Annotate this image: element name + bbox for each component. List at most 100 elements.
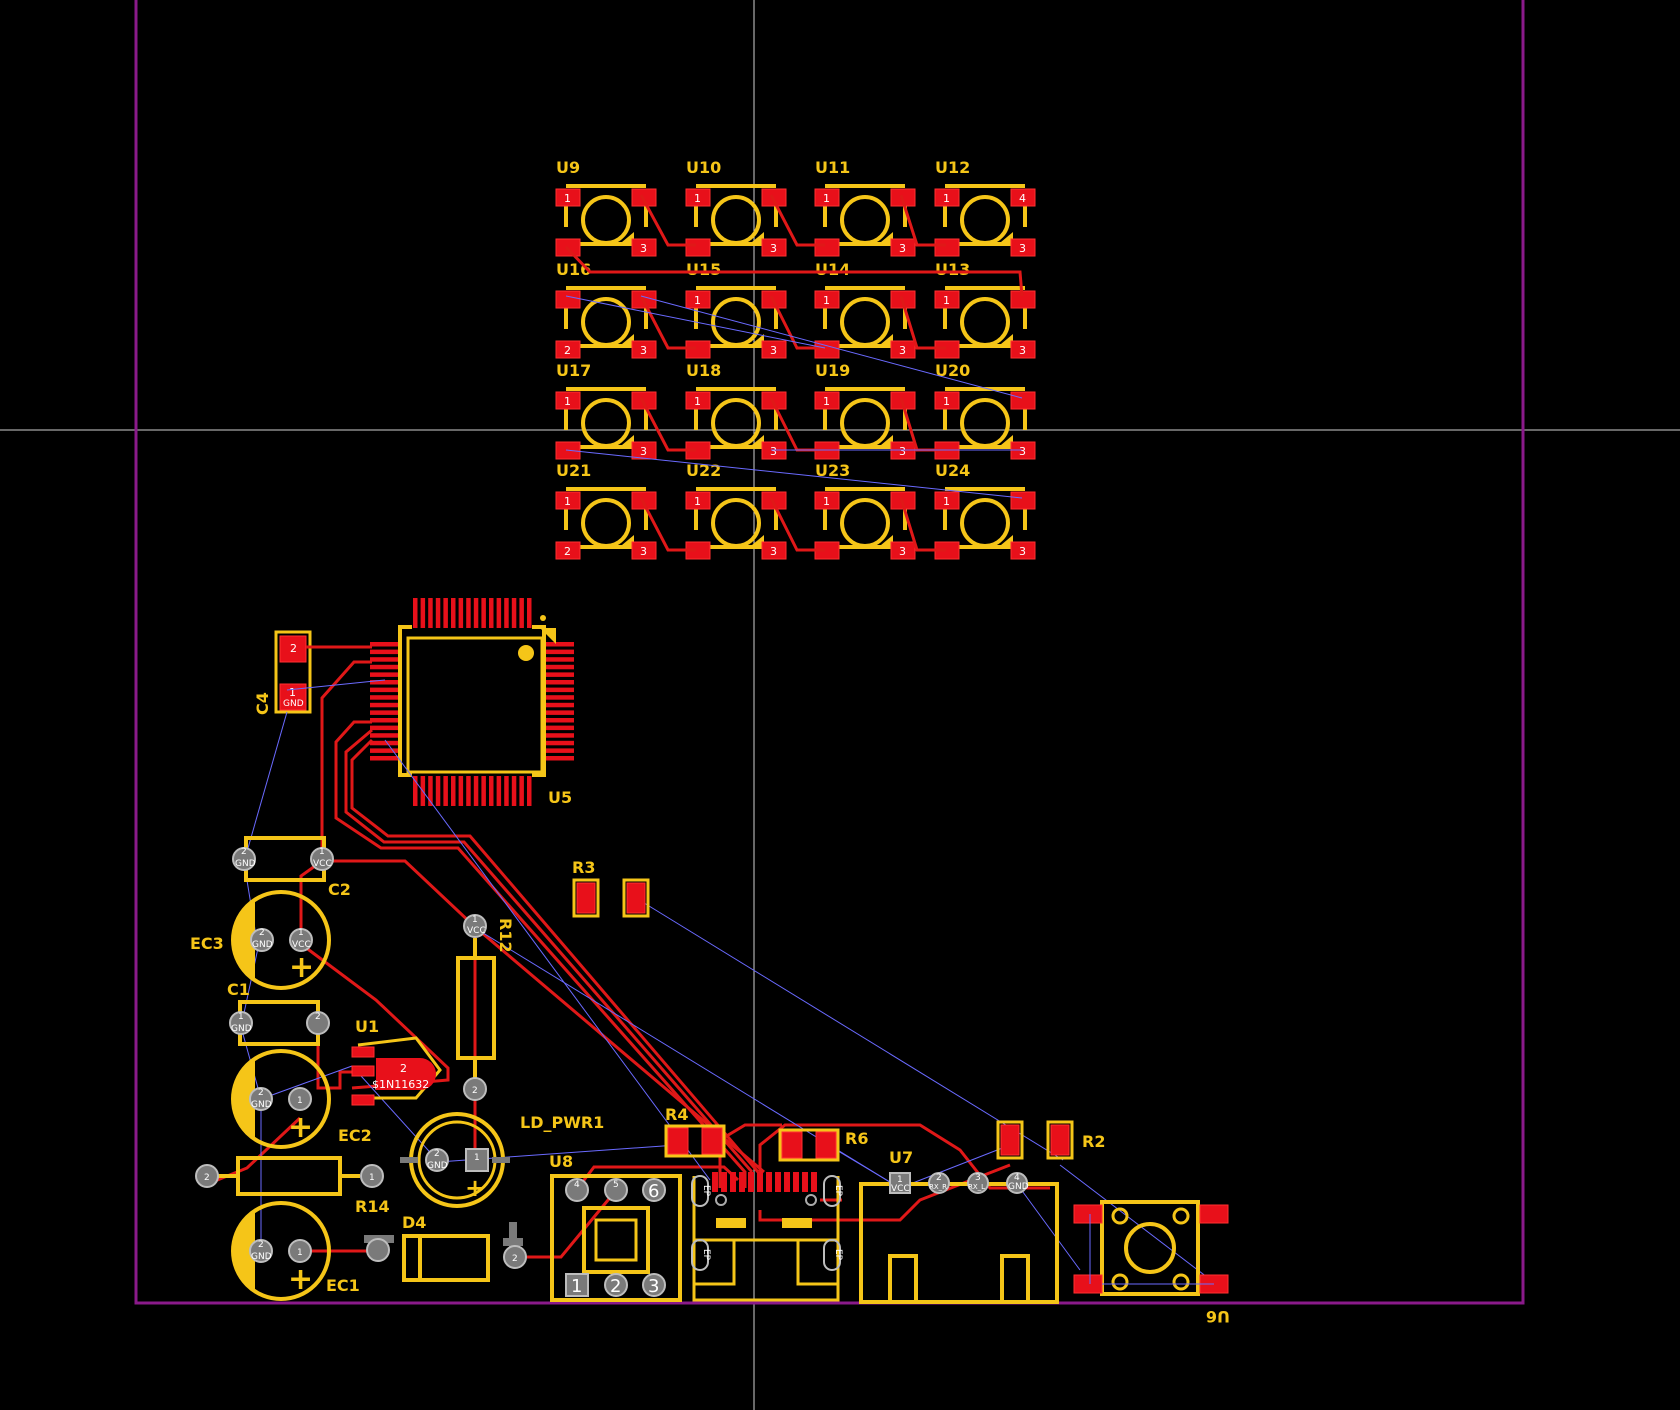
diode-d4[interactable]: 2 D4 bbox=[364, 1213, 527, 1282]
electrolytic-ec2[interactable]: 2 GND 1 + EC2 bbox=[231, 1049, 372, 1149]
led-ld-pwr1[interactable]: 2 GND 1 + LD_PWR1 bbox=[400, 1112, 604, 1208]
svg-text:2: 2 bbox=[204, 1173, 210, 1183]
svg-text:$1N11632: $1N11632 bbox=[372, 1078, 429, 1091]
electrolytic-ec1[interactable]: 2 GND 1 + EC1 bbox=[231, 1201, 360, 1301]
svg-text:1: 1 bbox=[238, 1012, 244, 1022]
pad-number: 3 bbox=[770, 242, 777, 255]
svg-text:GND: GND bbox=[231, 1024, 252, 1034]
pad-number: 3 bbox=[640, 445, 647, 458]
resistor-r14[interactable]: 2 1 R14 bbox=[195, 1156, 390, 1216]
svg-text:1: 1 bbox=[472, 915, 478, 925]
main-traces bbox=[203, 645, 1050, 1259]
svg-text:EP: EP bbox=[833, 1185, 843, 1197]
usb-connector[interactable]: EP EP EP EP bbox=[691, 1172, 843, 1302]
svg-text:+: + bbox=[288, 1262, 313, 1297]
switch-designator: U18 bbox=[686, 361, 721, 380]
pad-number: 3 bbox=[1019, 545, 1026, 558]
svg-text:3: 3 bbox=[648, 1276, 659, 1297]
electrolytic-ec3[interactable]: 2 GND 1 VCC + EC3 bbox=[190, 890, 331, 990]
svg-text:2: 2 bbox=[241, 847, 247, 857]
switch-designator: U24 bbox=[935, 461, 970, 480]
svg-text:+: + bbox=[288, 1110, 313, 1145]
pad-number: 4 bbox=[1019, 192, 1026, 205]
pad-number: 1 bbox=[823, 192, 830, 205]
pad-number: 1 bbox=[943, 294, 950, 307]
svg-text:2: 2 bbox=[472, 1086, 478, 1096]
pad-number: 3 bbox=[899, 242, 906, 255]
c2-designator: C2 bbox=[328, 880, 351, 899]
switch-u8[interactable]: 4 5 6 1 2 3 U8 bbox=[549, 1152, 682, 1302]
pushbutton-u6[interactable]: U6 bbox=[1073, 1200, 1230, 1326]
svg-text:2: 2 bbox=[259, 928, 265, 938]
svg-text:2: 2 bbox=[258, 1088, 264, 1098]
switch-u19[interactable]: 1 3 U19 bbox=[814, 361, 916, 460]
capacitor-c1[interactable]: 1 GND 2 C1 bbox=[227, 980, 330, 1046]
svg-text:1: 1 bbox=[297, 1248, 303, 1258]
r2-designator: R2 bbox=[1082, 1132, 1105, 1151]
pad-number: 3 bbox=[640, 242, 647, 255]
switch-designator: U19 bbox=[815, 361, 850, 380]
svg-text:2: 2 bbox=[610, 1276, 621, 1297]
svg-text:1: 1 bbox=[298, 928, 304, 938]
svg-text:GND: GND bbox=[251, 1100, 272, 1110]
svg-text:6: 6 bbox=[648, 1181, 659, 1202]
connector-u7[interactable]: 1 VCC 2 RX_R 3 RX_L 4 GND U7 bbox=[859, 1148, 1059, 1304]
svg-text:+: + bbox=[289, 950, 314, 985]
r4-designator: R4 bbox=[665, 1105, 688, 1124]
ld-pwr1-designator: LD_PWR1 bbox=[520, 1113, 604, 1132]
resistor-r2[interactable]: R2 bbox=[996, 1120, 1105, 1160]
resistor-r3[interactable]: R3 bbox=[572, 858, 650, 918]
resistor-r12[interactable]: 1 VCC 2 R12 bbox=[456, 914, 515, 1101]
svg-text:EP: EP bbox=[701, 1249, 711, 1261]
pad-number: 3 bbox=[899, 445, 906, 458]
pad-number: 1 bbox=[823, 395, 830, 408]
board-outline bbox=[134, 0, 1525, 1305]
capacitor-c4[interactable]: 2 1 GND C4 bbox=[253, 630, 312, 715]
svg-text:1: 1 bbox=[369, 1173, 375, 1183]
switch-u11[interactable]: 1 3 U11 bbox=[814, 158, 916, 257]
pad-number: 3 bbox=[1019, 242, 1026, 255]
pad-number: 1 bbox=[694, 395, 701, 408]
u5-pins-right bbox=[544, 642, 574, 761]
regulator-u1[interactable]: 2 $1N11632 U1 bbox=[351, 1017, 442, 1106]
resistor-r6[interactable]: R6 bbox=[778, 1128, 868, 1162]
svg-text:4: 4 bbox=[1014, 1173, 1020, 1183]
switch-designator: U11 bbox=[815, 158, 850, 177]
svg-text:1: 1 bbox=[474, 1153, 480, 1163]
svg-text:EP: EP bbox=[701, 1185, 711, 1197]
resistor-r4[interactable]: R4 bbox=[664, 1105, 726, 1158]
pad-number: 1 bbox=[564, 495, 571, 508]
d4-designator: D4 bbox=[402, 1213, 426, 1232]
svg-text:GND: GND bbox=[427, 1161, 448, 1171]
svg-text:1: 1 bbox=[897, 1175, 903, 1185]
pad-number: 1 bbox=[943, 395, 950, 408]
svg-text:GND: GND bbox=[1008, 1182, 1029, 1192]
pad-number: 1 bbox=[694, 294, 701, 307]
ec2-designator: EC2 bbox=[338, 1126, 372, 1145]
pad-number: 1 bbox=[564, 395, 571, 408]
r14-designator: R14 bbox=[355, 1197, 390, 1216]
svg-text:RX_R: RX_R bbox=[929, 1183, 947, 1191]
pad-number: 3 bbox=[770, 545, 777, 558]
svg-text:1: 1 bbox=[319, 847, 325, 857]
main-ratsnest bbox=[240, 679, 1221, 1288]
mcu-u5[interactable]: U5 bbox=[370, 598, 574, 807]
capacitor-c2[interactable]: 2 GND 1 VCC C2 bbox=[232, 836, 351, 899]
svg-text:1: 1 bbox=[571, 1276, 582, 1297]
switch-designator: U12 bbox=[935, 158, 970, 177]
